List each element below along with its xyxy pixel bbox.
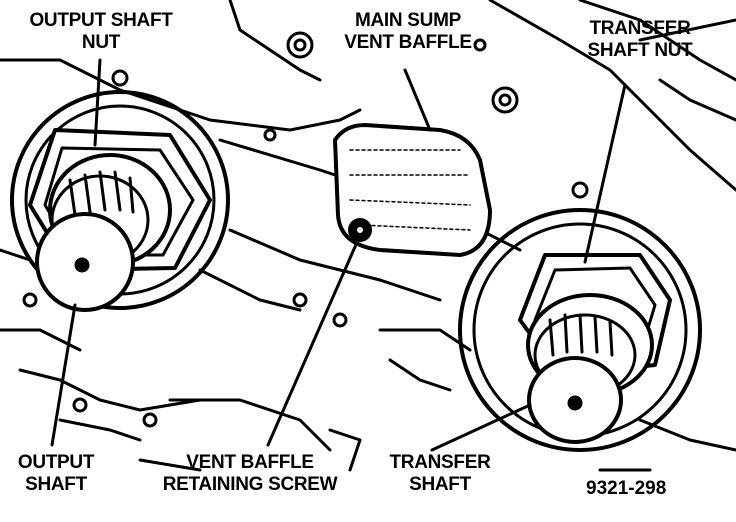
label-output-shaft-nut: OUTPUT SHAFT NUT (26, 10, 176, 54)
leader-output-shaft-nut (93, 58, 102, 147)
label-transfer-shaft: TRANSFER SHAFT (380, 452, 500, 496)
label-vent-baffle-retaining-screw: VENT BAFFLE RETAINING SCREW (150, 452, 350, 496)
label-transfer-shaft-nut: TRANSFER SHAFT NUT (580, 18, 700, 62)
transmission-case (0, 0, 736, 472)
label-line: MAIN SUMP (354, 10, 462, 31)
label-line: SHAFT (25, 474, 87, 495)
leader-transfer-shaft (430, 403, 532, 452)
label-line: SHAFT (409, 474, 471, 495)
label-output-shaft: OUTPUT SHAFT (8, 452, 104, 496)
label-line: OUTPUT SHAFT (29, 10, 173, 31)
label-line: VENT BAFFLE (344, 32, 472, 53)
leader-lines (50, 58, 627, 452)
label-line: SHAFT NUT (587, 40, 693, 61)
leader-transfer-shaft-nut (583, 83, 627, 264)
case-bolt-holes (22, 31, 589, 428)
label-line: NUT (81, 32, 121, 53)
label-main-sump-vent-baffle: MAIN SUMP VENT BAFFLE (338, 10, 478, 54)
transfer-shaft-assembly (458, 208, 702, 452)
leader-output-shaft (50, 303, 77, 447)
label-line: TRANSFER (389, 452, 491, 473)
label-line: OUTPUT (17, 452, 95, 473)
label-line: TRANSFER (589, 18, 691, 39)
main-sump-vent-baffle (333, 123, 492, 257)
leader-main-sump-vent-baffle (403, 68, 432, 132)
output-shaft-assembly (10, 90, 230, 312)
leader-vent-baffle-retaining-screw (266, 238, 360, 447)
label-line: RETAINING SCREW (162, 474, 338, 495)
figure-number: 9321-298 (586, 478, 667, 499)
label-line: VENT BAFFLE (186, 452, 314, 473)
